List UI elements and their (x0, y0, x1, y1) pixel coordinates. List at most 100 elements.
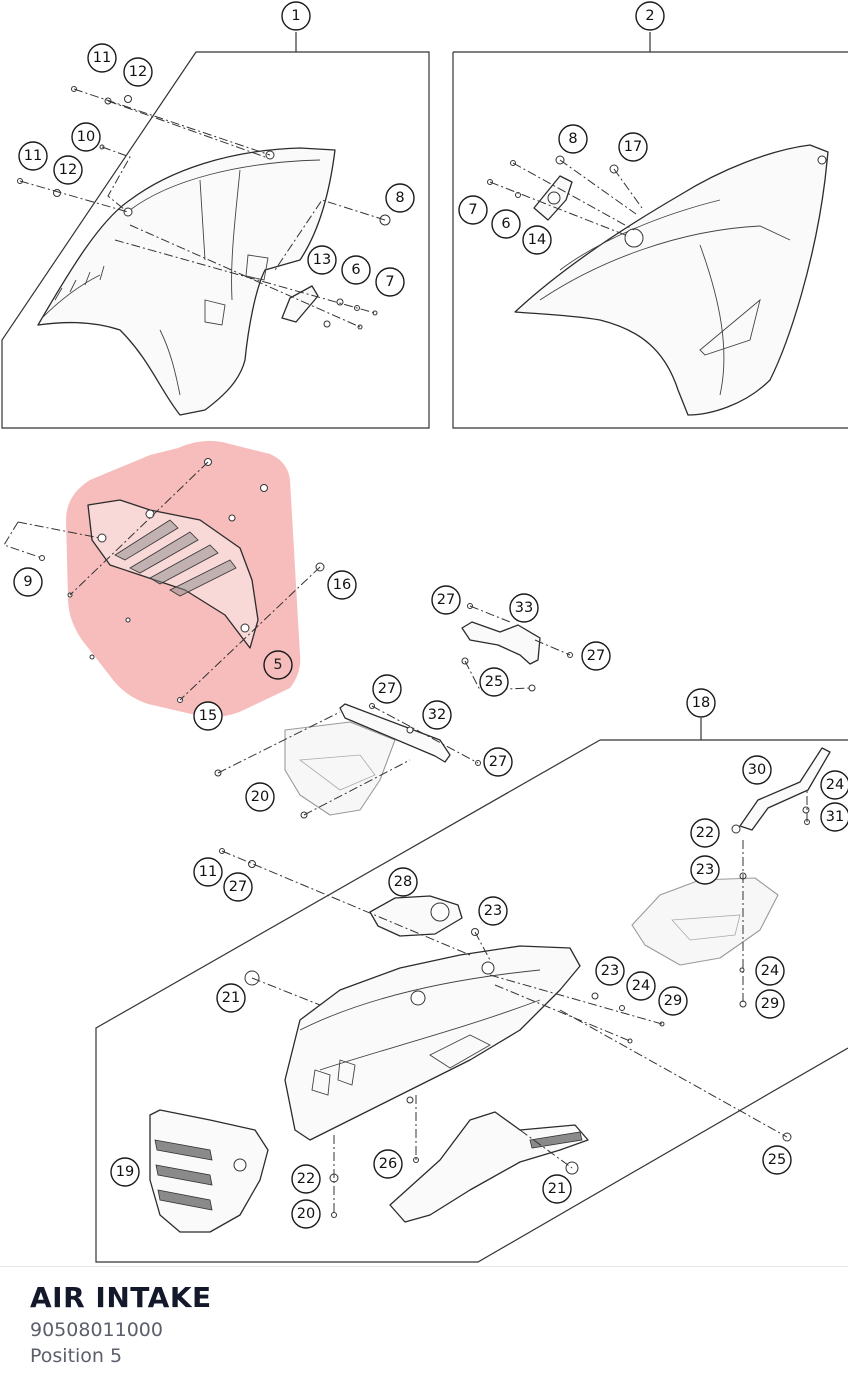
callout-number: 31 (826, 809, 844, 825)
callout-e23c[interactable]: 23 (595, 956, 625, 986)
callout-number: 30 (748, 762, 766, 778)
callout-a13[interactable]: 13 (307, 245, 337, 275)
shield-part (631, 877, 779, 966)
callout-d27a[interactable]: 27 (431, 585, 461, 615)
bracket-32 (339, 703, 451, 763)
callout-b14[interactable]: 14 (522, 225, 552, 255)
callout-c9[interactable]: 9 (13, 567, 43, 597)
callout-number: 24 (632, 978, 650, 994)
callout-c16[interactable]: 16 (327, 570, 357, 600)
callout-e20[interactable]: 20 (291, 1199, 321, 1229)
callout-number: 24 (826, 777, 844, 793)
callout-d27c[interactable]: 27 (372, 674, 402, 704)
intake-duct-20 (284, 721, 396, 816)
callout-e28[interactable]: 28 (388, 867, 418, 897)
callout-number: 7 (468, 202, 477, 218)
part-position: Position 5 (30, 1345, 123, 1367)
callout-a11[interactable]: 11 (87, 43, 117, 73)
callout-e24b[interactable]: 24 (626, 971, 656, 1001)
callout-e29b[interactable]: 29 (755, 989, 785, 1019)
chain-lines-group-2 (489, 159, 643, 237)
callout-b8[interactable]: 8 (558, 124, 588, 154)
callout-e27[interactable]: 27 (223, 872, 253, 902)
callout-c15[interactable]: 15 (193, 701, 223, 731)
callout-number: 14 (528, 232, 546, 248)
bracket-14 (533, 175, 573, 221)
callout-number: 22 (696, 825, 714, 841)
callout-number: 11 (24, 148, 42, 164)
callout-e21a[interactable]: 21 (216, 983, 246, 1013)
callout-e11[interactable]: 11 (193, 857, 223, 887)
callout-g18[interactable]: 18 (686, 688, 716, 718)
bracket-13 (281, 285, 319, 323)
callout-number: 33 (515, 600, 533, 616)
callout-b12[interactable]: 12 (53, 155, 83, 185)
callout-d27d[interactable]: 27 (483, 747, 513, 777)
callout-number: 10 (77, 129, 95, 145)
callout-number: 27 (437, 592, 455, 608)
callout-e24c[interactable]: 24 (755, 956, 785, 986)
callout-e25[interactable]: 25 (762, 1145, 792, 1175)
callout-d25[interactable]: 25 (479, 667, 509, 697)
callout-d32[interactable]: 32 (422, 700, 452, 730)
callout-e19[interactable]: 19 (110, 1157, 140, 1187)
group-frame-2 (452, 32, 848, 429)
chain-lines-group-1 (19, 88, 386, 328)
callout-g1[interactable]: 1 (281, 1, 311, 31)
callout-e30[interactable]: 30 (742, 755, 772, 785)
callout-e22b[interactable]: 22 (291, 1164, 321, 1194)
callout-e31[interactable]: 31 (820, 802, 848, 832)
callout-number: 17 (624, 139, 642, 155)
callout-number: 6 (501, 216, 510, 232)
callout-a7[interactable]: 7 (375, 267, 405, 297)
callout-e26[interactable]: 26 (373, 1149, 403, 1179)
callout-number: 16 (333, 577, 351, 593)
group-frame-18 (95, 718, 848, 1263)
callout-e22a[interactable]: 22 (690, 818, 720, 848)
callout-number: 6 (351, 262, 360, 278)
chain-lines-mid (217, 605, 571, 816)
chain-lines-position-5 (3, 461, 321, 701)
callout-e24a[interactable]: 24 (820, 770, 848, 800)
callout-number: 25 (768, 1152, 786, 1168)
callout-number: 21 (222, 990, 240, 1006)
callout-number: 22 (297, 1171, 315, 1187)
side-panel-left (37, 147, 336, 416)
callout-c5[interactable]: 5 (263, 650, 293, 680)
callout-a10[interactable]: 10 (71, 122, 101, 152)
callout-number: 1 (291, 8, 300, 24)
callout-d33[interactable]: 33 (509, 593, 539, 623)
callout-a12[interactable]: 12 (123, 57, 153, 87)
group-frame-1 (1, 32, 430, 429)
callout-e29a[interactable]: 29 (658, 986, 688, 1016)
callout-g2[interactable]: 2 (635, 1, 665, 31)
callout-number: 18 (692, 695, 710, 711)
chain-lines-group-18 (221, 790, 808, 1215)
callout-b11[interactable]: 11 (18, 141, 48, 171)
part-info-panel: AIR INTAKE 90508011000 Position 5 (0, 1266, 848, 1391)
callout-d20[interactable]: 20 (245, 782, 275, 812)
callout-e23a[interactable]: 23 (690, 855, 720, 885)
callout-number: 8 (568, 131, 577, 147)
callout-b7[interactable]: 7 (458, 195, 488, 225)
callout-a6[interactable]: 6 (341, 255, 371, 285)
callout-a8[interactable]: 8 (385, 183, 415, 213)
callout-e23b[interactable]: 23 (478, 896, 508, 926)
callout-number: 9 (23, 574, 32, 590)
callout-d27b[interactable]: 27 (581, 641, 611, 671)
callout-number: 24 (761, 963, 779, 979)
callout-number: 12 (129, 64, 147, 80)
air-intake-19 (149, 1109, 269, 1233)
callout-number: 7 (385, 274, 394, 290)
callout-number: 11 (93, 50, 111, 66)
callout-b6[interactable]: 6 (491, 209, 521, 239)
callout-e21b[interactable]: 21 (542, 1174, 572, 1204)
callout-number: 23 (696, 862, 714, 878)
callout-number: 23 (601, 963, 619, 979)
cover-28 (369, 895, 463, 937)
callout-b17[interactable]: 17 (618, 132, 648, 162)
callout-number: 2 (645, 8, 654, 24)
callout-number: 27 (229, 879, 247, 895)
callout-number: 20 (297, 1206, 315, 1222)
